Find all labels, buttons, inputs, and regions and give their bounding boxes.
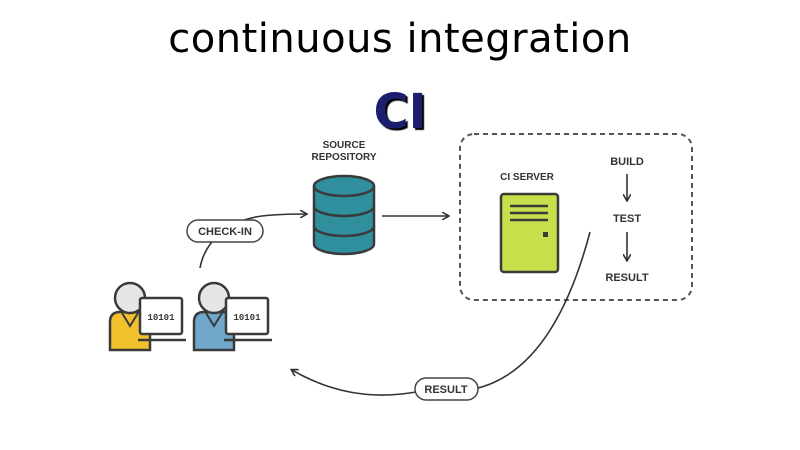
database-icon — [312, 174, 376, 256]
check-in-pill: CHECK-IN — [186, 219, 264, 243]
feedback-arrow — [292, 370, 417, 396]
laptop-text: 10101 — [147, 313, 175, 323]
check-in-arrow — [199, 214, 306, 269]
page-subtitle: CI — [373, 84, 427, 140]
developer-icon — [192, 281, 236, 352]
result-pill: RESULT — [414, 377, 479, 401]
check-in-label: CHECK-IN — [198, 226, 252, 238]
source-repository-label-line1: SOURCE — [323, 140, 366, 151]
result-label: RESULT — [424, 384, 467, 396]
laptop-icon: 10101 — [138, 296, 186, 342]
pipeline-step-build: BUILD — [610, 156, 644, 168]
ci-server-box — [459, 133, 693, 301]
laptop-text: 10101 — [233, 313, 261, 323]
feedback-curve-upper — [477, 231, 591, 389]
ci-server-label: CI SERVER — [500, 172, 554, 183]
server-icon — [499, 192, 560, 274]
pipeline-step-test: TEST — [613, 213, 641, 225]
laptop-icon: 10101 — [224, 296, 272, 342]
page-title: continuous integration — [168, 16, 632, 62]
source-repository-label-line2: REPOSITORY — [311, 152, 376, 163]
pipeline-step-result: RESULT — [605, 272, 648, 284]
